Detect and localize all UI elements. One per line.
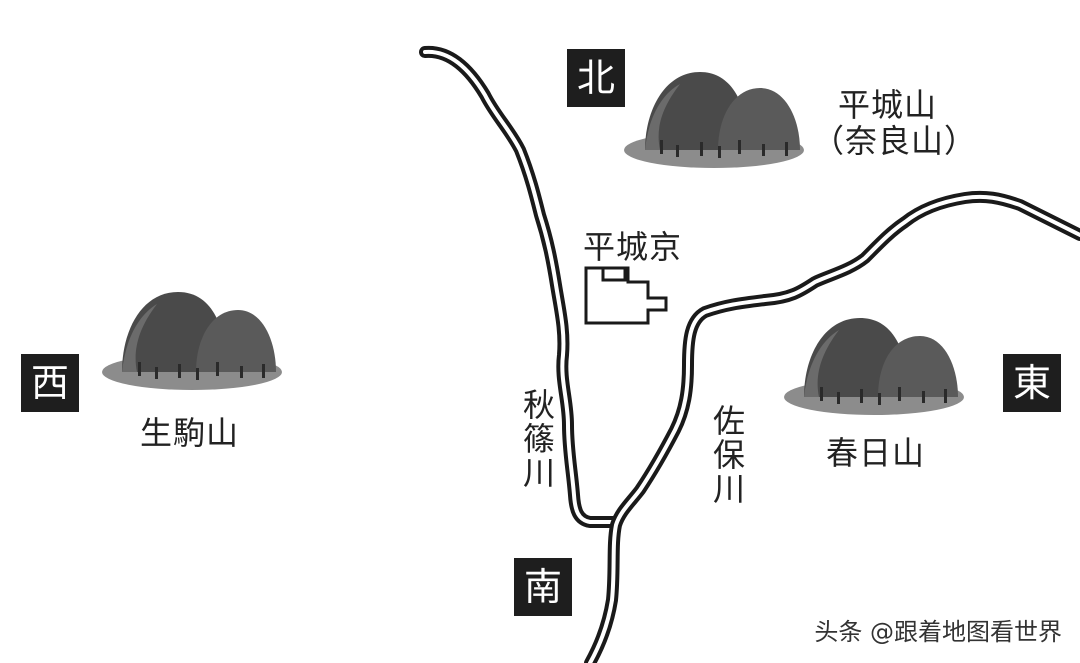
heijo-mountain-icon xyxy=(624,72,804,168)
south-marker: 南 xyxy=(514,558,572,616)
heijo-kyo-outline xyxy=(584,266,668,325)
akishino-river-label: 秋篠川 xyxy=(518,388,556,490)
saho-river xyxy=(584,190,1080,663)
ikoma-mountain-icon xyxy=(102,292,282,390)
saho-river-label: 佐保川 xyxy=(708,404,746,506)
watermark: 头条 @跟着地图看世界 xyxy=(814,618,1062,646)
east-marker: 東 xyxy=(1003,354,1061,412)
akishino-river xyxy=(419,45,621,528)
ikoma-mountain-label: 生駒山 xyxy=(140,414,240,452)
north-marker: 北 xyxy=(567,49,625,107)
west-marker: 西 xyxy=(21,354,79,412)
heijo-kyo-label: 平城京 xyxy=(583,228,683,266)
kasuga-mountain-icon xyxy=(784,318,964,415)
heijo-mountain-alt-label: （奈良山） xyxy=(812,122,978,160)
heijo-mountain-label: 平城山 xyxy=(838,86,938,124)
kasuga-mountain-label: 春日山 xyxy=(826,434,926,472)
